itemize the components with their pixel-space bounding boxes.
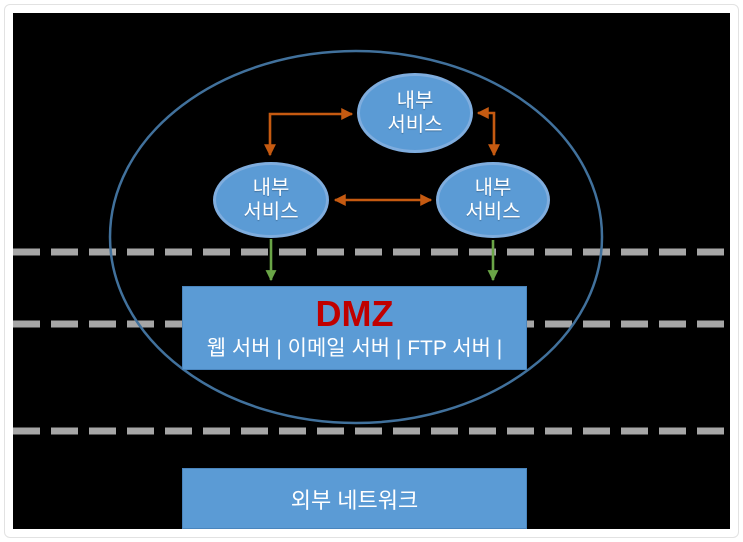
dmz-box: DMZ 웹 서버 | 이메일 서버 | FTP 서버 | bbox=[182, 286, 527, 370]
arrow-top-to-right-elbow bbox=[476, 107, 500, 157]
diagram-frame: 내부 서비스 내부 서비스 내부 서비스 DMZ 웹 서버 | 이메일 서버 |… bbox=[4, 4, 739, 538]
internal-network-ellipse bbox=[108, 49, 604, 425]
arrows-layer bbox=[264, 107, 500, 282]
internal-service-node-left: 내부 서비스 bbox=[213, 162, 329, 238]
internal-service-node-top: 내부 서비스 bbox=[357, 73, 473, 153]
dmz-title: DMZ bbox=[315, 292, 394, 334]
internal-service-label: 내부 서비스 bbox=[465, 177, 521, 223]
external-network-box: 외부 네트워크 bbox=[182, 468, 527, 529]
diagram-canvas: 내부 서비스 내부 서비스 내부 서비스 DMZ 웹 서버 | 이메일 서버 |… bbox=[13, 13, 730, 529]
arrow-left-to-top-elbow bbox=[264, 108, 354, 157]
dmz-services-list: 웹 서버 | 이메일 서버 | FTP 서버 | bbox=[206, 337, 503, 361]
internal-service-label: 내부 서비스 bbox=[387, 90, 443, 136]
internal-service-node-right: 내부 서비스 bbox=[436, 162, 550, 238]
external-network-label: 외부 네트워크 bbox=[290, 487, 419, 513]
internal-service-label: 내부 서비스 bbox=[243, 177, 299, 223]
